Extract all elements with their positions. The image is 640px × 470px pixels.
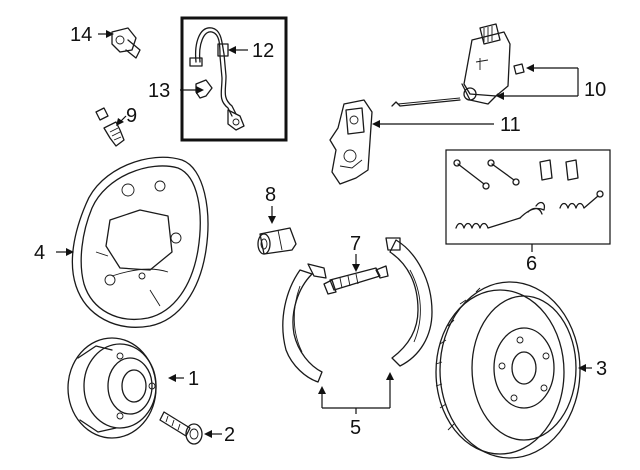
callout-4: 4 — [34, 242, 45, 264]
callout-8: 8 — [265, 184, 276, 206]
callout-9: 9 — [126, 105, 137, 127]
callout-labels: 14 12 13 9 10 11 6 8 4 7 5 1 2 3 — [34, 24, 607, 446]
callout-2: 2 — [224, 424, 235, 446]
part-14-speed-sensor — [111, 27, 141, 59]
part-10-parking-brake-actuator — [391, 23, 525, 107]
callout-10: 10 — [584, 79, 606, 101]
part-6-hardware-kit — [445, 149, 611, 245]
part-11-actuator-bracket — [329, 99, 373, 185]
leader-lines — [56, 30, 592, 438]
part-3-brake-drum — [435, 281, 581, 459]
part-4-backing-plate — [71, 156, 209, 328]
callout-5: 5 — [350, 417, 361, 439]
callout-12: 12 — [252, 40, 274, 62]
part-1-hub-bearing — [67, 337, 157, 439]
part-12-13-box — [180, 16, 288, 142]
part-9-bleeder-screw — [95, 107, 125, 147]
callout-14: 14 — [70, 24, 92, 46]
callout-11: 11 — [500, 114, 521, 136]
callout-7: 7 — [350, 233, 361, 255]
callout-13: 13 — [148, 80, 170, 102]
callout-1: 1 — [188, 368, 199, 390]
part-5-brake-shoes — [282, 237, 433, 383]
callout-6: 6 — [526, 253, 537, 275]
part-2-hub-bolt — [159, 411, 203, 445]
part-8-wheel-cylinder — [257, 227, 297, 255]
part-7-adjuster — [323, 265, 389, 295]
callout-3: 3 — [596, 358, 607, 380]
